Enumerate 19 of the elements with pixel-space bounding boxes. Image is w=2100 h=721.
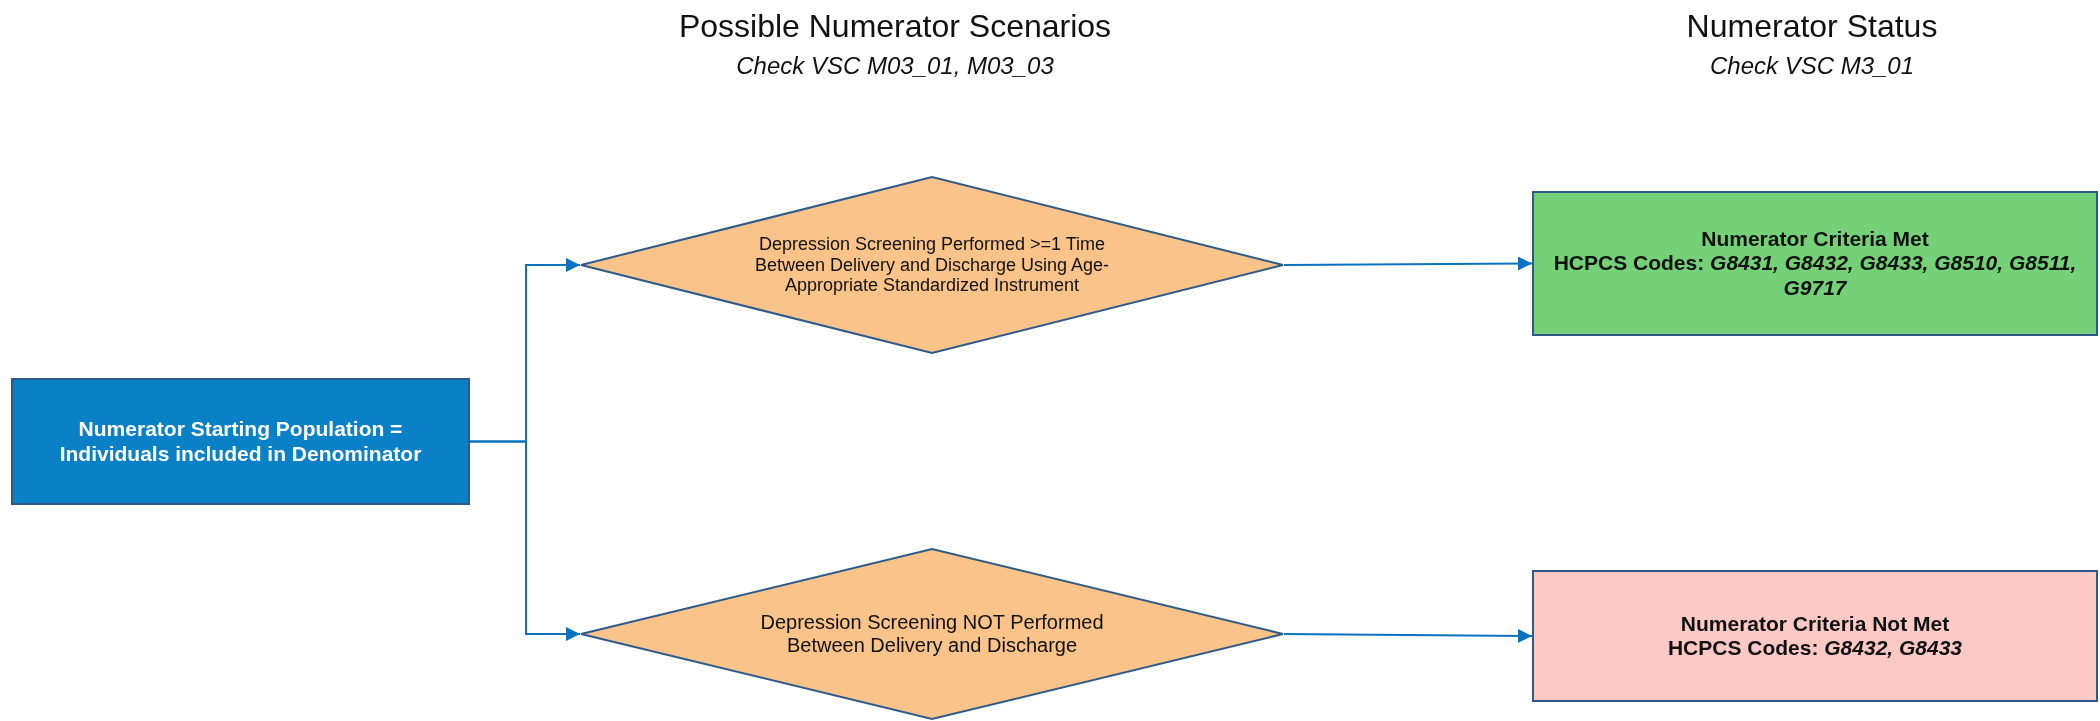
box-text: Depression Screening Performed >=1 Time Between Delivery and Discharge Using Age-Appropriate Standardized Instrument [753,233,1111,297]
box-text: HCPCS Codes: G8432, G8433 [1667,636,1963,661]
decision-diamond [580,548,1284,720]
decision-diamond [580,176,1284,354]
box-text: HCPCS Codes: G8431, G8432, G8433, G8510, G8511, G9717 [1552,251,2078,300]
status-box [1532,570,2098,702]
start-box [11,378,470,505]
arrow [1283,256,1533,271]
status-box [1532,191,2098,336]
column-heading: Possible Numerator Scenarios [677,8,1113,45]
box-text: Depression Screening NOT Performed Between Delivery and Discharge [759,611,1105,657]
box-heading: Numerator Criteria Met [1701,227,1929,252]
column-subheading: Check VSC M03_01, M03_03 [735,52,1055,80]
arrow [1283,628,1533,643]
box-heading: Numerator Criteria Not Met [1680,611,1950,636]
box-text: Numerator Starting Population = Individuals included in Denominator [58,417,423,466]
arrow [469,440,581,641]
column-subheading: Check VSC M3_01 [1708,52,1916,80]
column-heading: Numerator Status [1685,8,1939,45]
